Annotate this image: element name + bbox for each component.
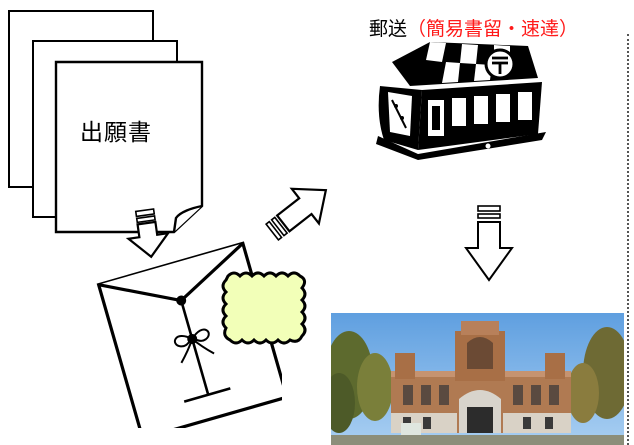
post-office-icon <box>376 42 546 160</box>
arrow-down-icon <box>125 208 171 259</box>
mail-method-label: 郵送（簡易書留・速達） <box>369 14 578 41</box>
dotted-divider <box>627 34 629 445</box>
postage-stamp-icon <box>221 271 307 345</box>
mail-label-method: （簡易書留・速達） <box>407 18 579 40</box>
document-label: 出願書 <box>80 120 152 146</box>
arrow-up-right-icon <box>264 187 328 242</box>
university-building-photo <box>331 313 624 445</box>
arrow-down-icon <box>464 205 514 282</box>
document-sheet-front <box>54 60 204 234</box>
mail-label-prefix: 郵送 <box>369 18 408 40</box>
